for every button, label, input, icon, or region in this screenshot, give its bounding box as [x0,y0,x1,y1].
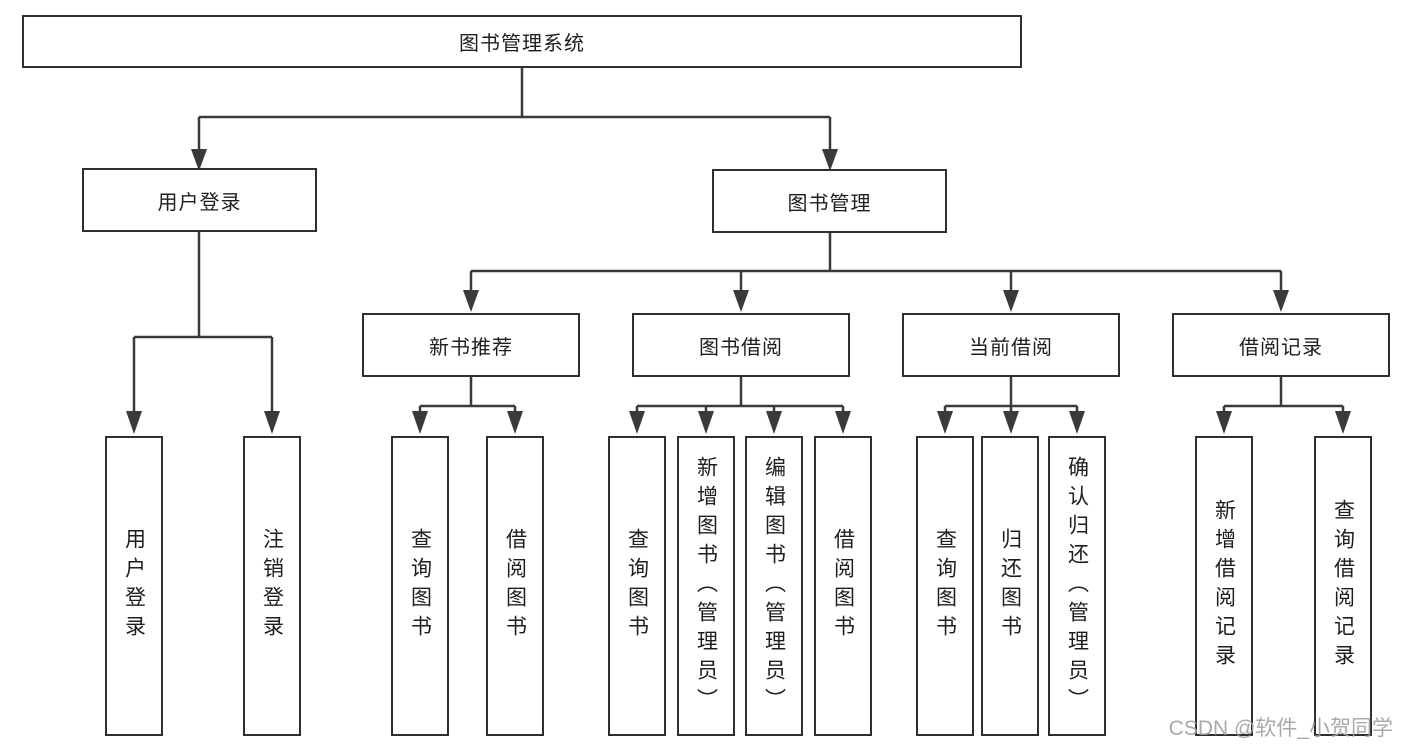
connector-book-borrow-children [629,377,851,434]
node-label: 用户登录 [157,191,242,214]
arrowhead-icon [937,411,953,434]
node-label: 图书管理 [787,192,872,215]
node-label: 新增借阅记录 [1212,499,1236,673]
node-label: 注销登录 [260,528,284,644]
node-label: 查询图书 [933,528,957,644]
arrowhead-icon [698,411,714,434]
arrowhead-icon [1216,411,1232,434]
connector-user-login-children [126,232,280,434]
node-current-borrow: 当前借阅 [902,313,1120,377]
node-label: 归还图书 [998,528,1022,644]
leaf-edit-books-admin: 编辑图书（管理员） [745,436,803,736]
leaf-confirm-return-admin: 确认归还（管理员） [1048,436,1106,736]
leaf-borrow-books-recommend: 借阅图书 [486,436,544,736]
node-new-book-recommend: 新书推荐 [362,313,580,377]
node-label: 查询图书 [408,528,432,644]
connector-borrow-record-children [1216,377,1351,434]
arrowhead-icon [412,411,428,434]
leaf-add-books-admin: 新增图书（管理员） [677,436,735,736]
node-label: 确认归还（管理员） [1065,455,1089,717]
arrowhead-icon [766,411,782,434]
node-label: 用户登录 [122,528,146,644]
node-label: 编辑图书（管理员） [762,455,786,717]
leaf-logout: 注销登录 [243,436,301,736]
node-book-management: 图书管理 [712,169,947,233]
arrowhead-icon [463,290,479,312]
node-label: 借阅图书 [503,528,527,644]
node-label: 查询图书 [625,528,649,644]
arrowhead-icon [126,411,142,434]
leaf-user-login: 用户登录 [105,436,163,736]
leaf-query-books-current: 查询图书 [916,436,974,736]
node-label: 新书推荐 [429,336,513,359]
leaf-add-borrow-record: 新增借阅记录 [1195,436,1253,736]
arrowhead-icon [835,411,851,434]
csdn-watermark: CSDN @软件_小贺同学 [1168,717,1393,740]
leaf-return-books: 归还图书 [981,436,1039,736]
node-label: 借阅记录 [1239,336,1323,359]
arrowhead-icon [1069,411,1085,434]
leaf-query-borrow-record: 查询借阅记录 [1314,436,1372,736]
arrowhead-icon [507,411,523,434]
leaf-borrow-books: 借阅图书 [814,436,872,736]
connector-new-book-children [412,377,523,434]
arrowhead-icon [264,411,280,434]
arrowhead-icon [1335,411,1351,434]
connector-root-to-level2 [191,68,838,171]
arrowhead-icon [733,290,749,312]
arrowhead-icon [822,149,838,171]
node-label: 图书借阅 [699,336,783,359]
node-label: 图书管理系统 [459,33,585,55]
leaf-query-books-recommend: 查询图书 [391,436,449,736]
node-label: 查询借阅记录 [1331,499,1355,673]
node-label: 新增图书（管理员） [694,455,718,717]
leaf-query-books-borrow: 查询图书 [608,436,666,736]
node-label: 当前借阅 [969,336,1053,359]
node-book-borrow: 图书借阅 [632,313,850,377]
arrowhead-icon [191,149,207,171]
node-user-login: 用户登录 [82,168,317,232]
node-label: 借阅图书 [831,528,855,644]
arrowhead-icon [629,411,645,434]
node-borrow-record: 借阅记录 [1172,313,1390,377]
connector-book-management-children [463,233,1289,312]
arrowhead-icon [1003,290,1019,312]
arrowhead-icon [1003,411,1019,434]
connector-current-borrow-children [937,377,1085,434]
node-root-system: 图书管理系统 [22,15,1022,68]
arrowhead-icon [1273,290,1289,312]
